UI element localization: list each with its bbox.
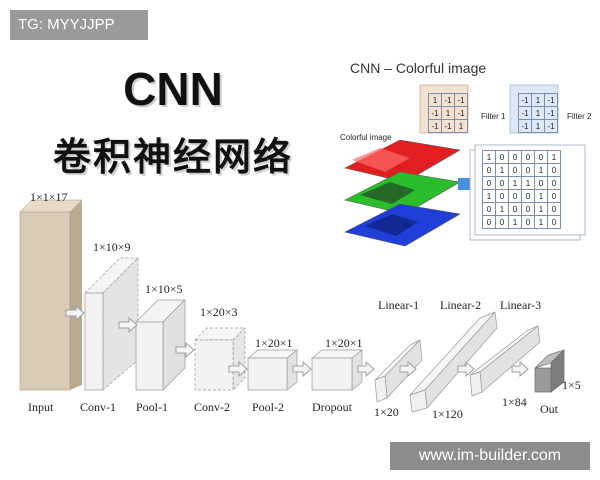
image-cell: 0: [508, 189, 522, 203]
dim-out: 1×5: [562, 378, 581, 392]
filter2-cell: 1: [531, 106, 545, 120]
filter1-cell: 1: [454, 119, 468, 133]
dim-pool2: 1×20×1: [255, 336, 293, 350]
image-cell: 0: [547, 202, 561, 216]
dim-conv1: 1×10×9: [93, 240, 131, 254]
label-conv1: Conv-1: [80, 400, 116, 414]
image-cell: 1: [534, 215, 548, 229]
filter1-cell: -1: [454, 93, 468, 107]
image-cell: 0: [508, 163, 522, 177]
label-linear3: Linear-3: [500, 298, 542, 312]
image-cell: 1: [495, 202, 509, 216]
rgb-layers: [344, 139, 461, 247]
page-title: CNN: [123, 63, 223, 115]
filter2-label: Filter 2: [567, 112, 592, 121]
image-cell: 1: [547, 150, 561, 164]
image-cell: 0: [495, 215, 509, 229]
pool2-layer: [247, 357, 288, 391]
image-cell: 1: [534, 163, 548, 177]
dropout-layer: [311, 357, 353, 391]
filter2-cell: -1: [518, 119, 532, 133]
label-out: Out: [540, 402, 558, 416]
dim-linear3: 1×84: [502, 395, 527, 409]
image-cell: 1: [534, 189, 548, 203]
filter1-label: Filter 1: [481, 112, 506, 121]
image-cell: 0: [521, 163, 535, 177]
linear1-layer: [374, 375, 388, 403]
image-cell: 1: [482, 189, 496, 203]
image-cell: 0: [547, 189, 561, 203]
image-cell: 0: [495, 176, 509, 190]
dim-conv2: 1×20×3: [200, 305, 238, 319]
input-layer: [19, 211, 71, 391]
image-cell: 1: [495, 163, 509, 177]
filter2-cell: 1: [531, 119, 545, 133]
linear2-layer: [409, 389, 428, 413]
filter2-cell: -1: [544, 106, 558, 120]
watermark-top: TG: MYYJJPP: [10, 10, 148, 40]
filter1-cell: 1: [428, 93, 442, 107]
image-cell: 0: [495, 189, 509, 203]
network: [19, 199, 565, 413]
image-cell: 0: [521, 215, 535, 229]
filter1-cell: 1: [441, 106, 455, 120]
label-input: Input: [28, 400, 54, 414]
image-cell: 1: [482, 150, 496, 164]
image-cell: 1: [508, 176, 522, 190]
label-pool1: Pool-1: [136, 400, 169, 414]
conv1-layer: [84, 292, 104, 391]
image-cell: 0: [534, 150, 548, 164]
filter2-cell: -1: [544, 119, 558, 133]
filter1-cell: -1: [428, 106, 442, 120]
image-cell: 0: [547, 215, 561, 229]
image-cell: 0: [508, 202, 522, 216]
label-linear1: Linear-1: [378, 298, 420, 312]
label-linear2: Linear-2: [440, 298, 482, 312]
image-cell: 0: [521, 189, 535, 203]
conv2-layer: [194, 339, 234, 391]
image-cell: 1: [521, 176, 535, 190]
image-cell: 1: [534, 202, 548, 216]
dim-dropout: 1×20×1: [325, 336, 363, 350]
watermark-bottom: www.im-builder.com: [390, 442, 590, 470]
image-cell: 0: [508, 150, 522, 164]
linear3-layer: [469, 371, 483, 397]
image-cell: 0: [521, 150, 535, 164]
filter1-cell: -1: [441, 119, 455, 133]
label-pool2: Pool-2: [252, 400, 285, 414]
image-cell: 0: [482, 176, 496, 190]
label-dropout: Dropout: [312, 400, 352, 414]
filter1-cell: -1: [428, 119, 442, 133]
image-cell: 0: [547, 176, 561, 190]
dim-pool1: 1×10×5: [145, 282, 183, 296]
image-cell: 0: [495, 150, 509, 164]
image-cell: 0: [482, 163, 496, 177]
filter2-cell: 1: [531, 93, 545, 107]
filter2-cell: -1: [518, 93, 532, 107]
out-layer: [534, 367, 552, 393]
dim-linear2: 1×120: [432, 407, 463, 421]
label-conv2: Conv-2: [194, 400, 230, 414]
dim-linear1: 1×20: [374, 405, 399, 419]
image-cell: 0: [534, 176, 548, 190]
filter1-cell: -1: [454, 106, 468, 120]
image-cell: 0: [482, 202, 496, 216]
dim-input: 1×1×17: [30, 190, 68, 204]
filter1-cell: -1: [441, 93, 455, 107]
page-subtitle: 卷积神经网络: [52, 135, 293, 179]
pool1-layer: [135, 321, 164, 391]
colorful-image-label: Colorful image: [340, 133, 392, 142]
image-cell: 0: [482, 215, 496, 229]
image-cell: 0: [547, 163, 561, 177]
inset-title: CNN – Colorful image: [350, 60, 487, 76]
filter2-cell: -1: [544, 93, 558, 107]
image-cell: 1: [508, 215, 522, 229]
image-cell: 0: [521, 202, 535, 216]
filter2-cell: -1: [518, 106, 532, 120]
